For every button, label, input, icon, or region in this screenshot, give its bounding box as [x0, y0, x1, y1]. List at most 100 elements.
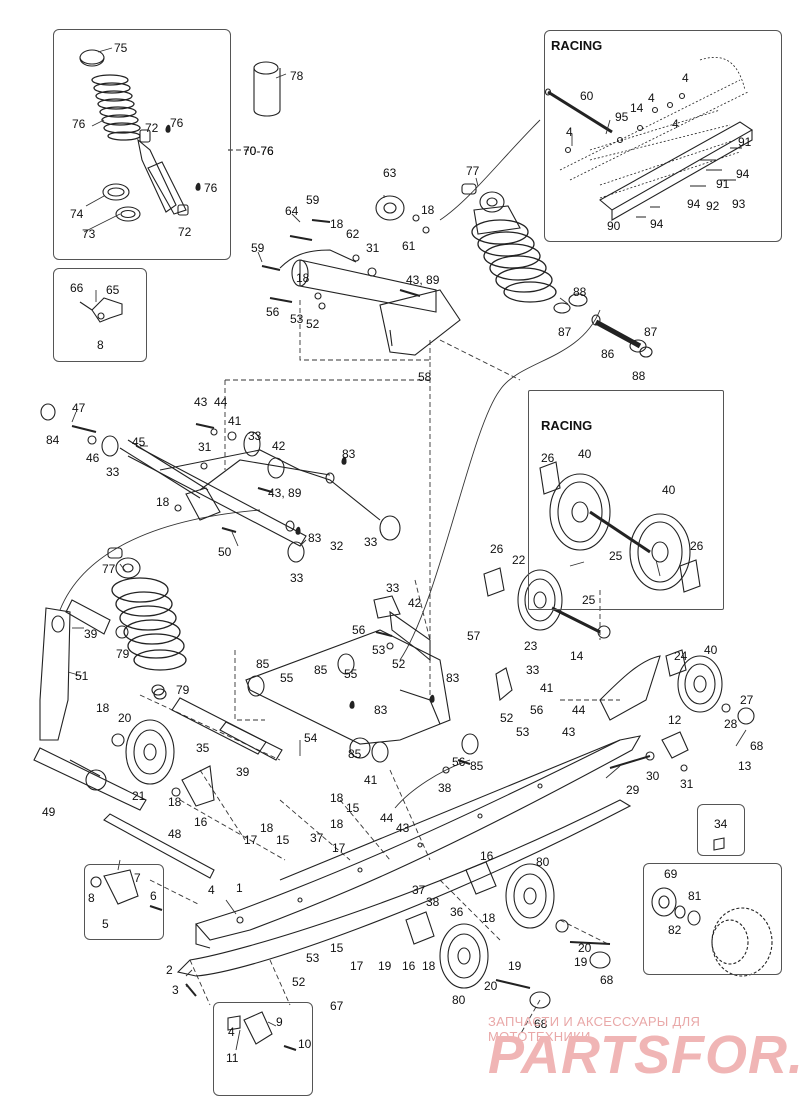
callout-41b: 41	[540, 681, 554, 695]
callout-5: 5	[102, 917, 109, 931]
callout-72a: 72	[145, 121, 159, 135]
callout-57: 57	[467, 629, 481, 643]
callout-30: 30	[646, 769, 660, 783]
callout-28: 28	[724, 717, 738, 731]
wheel-21	[111, 688, 283, 807]
bracket-65-66	[79, 297, 123, 323]
callout-21: 21	[132, 789, 146, 803]
callout-26b: 26	[690, 539, 704, 553]
callout-76a: 76	[72, 117, 86, 131]
callout-36: 36	[450, 905, 464, 919]
callout-58: 58	[418, 370, 432, 384]
callout-18k: 18	[422, 959, 436, 973]
callout-87a: 87	[558, 325, 572, 339]
callout-95: 95	[615, 110, 629, 124]
bracket-inset-frame	[53, 268, 147, 362]
watermark-logo: PARTSFOR.RU	[488, 1025, 800, 1085]
callout-92: 92	[706, 199, 720, 213]
callout-91a: 91	[738, 135, 752, 149]
assembly-lines	[139, 149, 620, 1036]
callout-94c: 94	[687, 197, 701, 211]
callout-72b: 72	[178, 225, 192, 239]
callout-18f: 18	[168, 795, 182, 809]
callout-59b: 59	[251, 241, 265, 255]
callout-42a: 42	[272, 439, 286, 453]
callout-93: 93	[732, 197, 746, 211]
callout-43b: 43	[562, 725, 576, 739]
callout-22: 22	[512, 553, 526, 567]
callout-90: 90	[607, 219, 621, 233]
callout-43c: 43	[396, 821, 410, 835]
callout-18d: 18	[156, 495, 170, 509]
callout-7076: 70-76	[243, 144, 274, 158]
callout-31a: 31	[366, 241, 380, 255]
callout-23: 23	[524, 639, 538, 653]
callout-32: 32	[330, 539, 344, 553]
callout-44c: 44	[380, 811, 394, 825]
callout-15c: 15	[330, 941, 344, 955]
callout-33a: 33	[248, 429, 262, 443]
callout-68c: 68	[534, 1017, 548, 1031]
callout-6: 6	[150, 889, 157, 903]
callout-63: 63	[383, 166, 397, 180]
callout-85c: 85	[348, 747, 362, 761]
callout-40a: 40	[578, 447, 592, 461]
callout-4389b: 43, 89	[268, 486, 302, 500]
callout-25a: 25	[609, 549, 623, 563]
callout-80b: 80	[452, 993, 466, 1007]
callout-19c: 19	[508, 959, 522, 973]
callout-15a: 15	[346, 801, 360, 815]
callout-52c: 52	[500, 711, 514, 725]
callout-16a: 16	[194, 815, 208, 829]
callout-87b: 87	[644, 325, 658, 339]
slide-rail	[176, 655, 661, 977]
callout-18e: 18	[96, 701, 110, 715]
callout-91b: 91	[716, 177, 730, 191]
racing-top-frame	[544, 30, 782, 242]
callout-94a: 94	[736, 167, 750, 181]
bearing-inset-frame	[643, 863, 782, 975]
callout-76b: 76	[170, 116, 184, 130]
callout-33f: 33	[526, 663, 540, 677]
callout-4c: 4	[672, 117, 679, 131]
callout-18a: 18	[330, 217, 344, 231]
callout-78: 78	[290, 69, 304, 83]
callout-46: 46	[86, 451, 100, 465]
callout-14b: 14	[570, 649, 584, 663]
callout-4a: 4	[682, 71, 689, 85]
front-piece-inset-frame	[84, 864, 164, 940]
bearing-parts	[651, 887, 773, 977]
callout-68a: 68	[750, 739, 764, 753]
callout-8a: 8	[97, 338, 104, 352]
callout-19a: 19	[378, 959, 392, 973]
callout-26c: 26	[490, 542, 504, 556]
wheels-80	[405, 861, 611, 1009]
front-slider-parts	[90, 869, 297, 1051]
fitting-34	[713, 837, 725, 851]
callout-64: 64	[285, 204, 299, 218]
callout-53b: 53	[372, 643, 386, 657]
callout-83a: 83	[342, 447, 356, 461]
callout-41a: 41	[228, 414, 242, 428]
callout-25b: 25	[582, 593, 596, 607]
callout-62: 62	[346, 227, 360, 241]
callout-85a: 85	[256, 657, 270, 671]
callout-8b: 8	[88, 891, 95, 905]
callout-43a: 43	[194, 395, 208, 409]
callout-19b: 19	[574, 955, 588, 969]
callout-33e: 33	[386, 581, 400, 595]
callout-40c: 40	[704, 643, 718, 657]
callout-75: 75	[114, 41, 128, 55]
callout-27: 27	[740, 693, 754, 707]
callout-33d: 33	[290, 571, 304, 585]
callout-35: 35	[196, 741, 210, 755]
callout-81: 81	[688, 889, 702, 903]
racing-top-parts	[544, 57, 754, 221]
callout-51: 51	[75, 669, 89, 683]
wheels-23-25	[483, 567, 611, 639]
shock-assembly-70-76	[79, 49, 281, 222]
watermark-tagline: ЗАПЧАСТИ И АКСЕССУАРЫ ДЛЯ МОТОТЕХНИКИ	[488, 1014, 701, 1044]
callout-56b: 56	[352, 623, 366, 637]
callout-17b: 17	[332, 841, 346, 855]
